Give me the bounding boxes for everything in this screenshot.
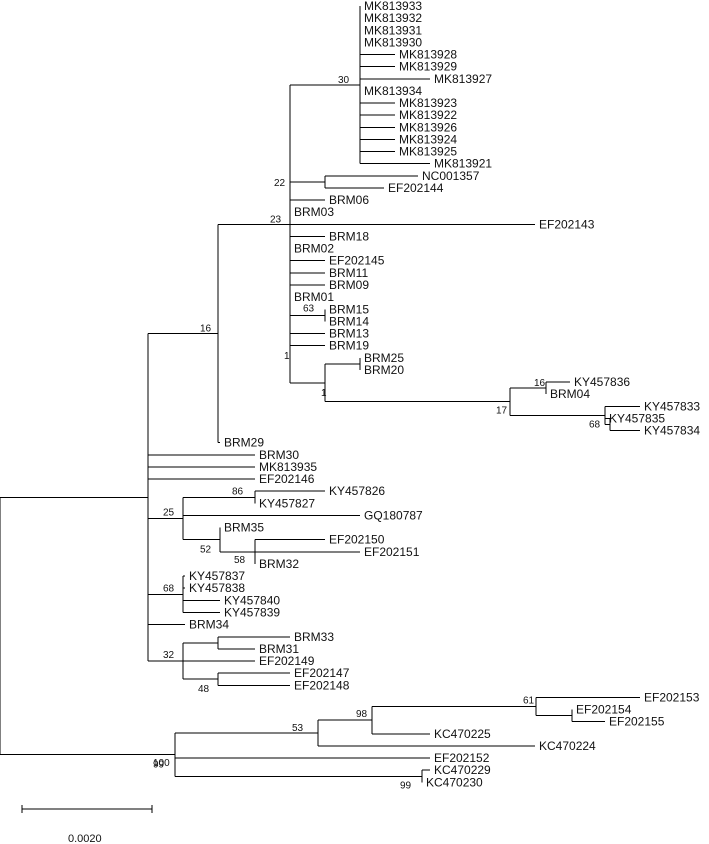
- leaf-label: MK813927: [434, 72, 492, 86]
- leaf-label: KY457826: [329, 484, 385, 498]
- leaf-label: EF202144: [388, 181, 444, 195]
- leaf-label: EF202149: [259, 654, 315, 668]
- leaf-label: BRM29: [224, 436, 264, 450]
- leaf-labels: MK813933MK813932MK813931MK813930MK813928…: [189, 0, 700, 789]
- bootstrap-value: 53: [292, 723, 304, 734]
- leaf-label: KY457836: [574, 375, 630, 389]
- leaf-label: MK813925: [399, 145, 457, 159]
- leaf-label: EF202152: [434, 751, 490, 765]
- leaf-label: BRM11: [329, 266, 368, 280]
- leaf-label: BRM04: [550, 387, 590, 401]
- leaf-label: BRM34: [189, 618, 229, 632]
- bootstrap-value: 16: [534, 378, 546, 389]
- leaf-label: EF202148: [294, 678, 350, 692]
- leaf-label: KY457839: [224, 606, 280, 620]
- bootstrap-value: 98: [356, 709, 368, 720]
- bootstrap-value: 61: [523, 696, 535, 707]
- leaf-label: MK813934: [364, 84, 422, 98]
- leaf-label: EF202153: [644, 690, 700, 704]
- leaf-label: BRM33: [294, 630, 334, 644]
- leaf-label: BRM31: [259, 642, 299, 656]
- leaf-label: EF202155: [609, 715, 665, 729]
- leaf-label: BRM18: [329, 229, 369, 243]
- leaf-label: MK813926: [399, 120, 457, 134]
- leaf-label: BRM32: [259, 557, 299, 571]
- leaf-label: KC470230: [426, 775, 483, 789]
- leaf-label: NC001357: [422, 169, 480, 183]
- leaf-label: MK813931: [364, 23, 422, 37]
- scale-bar-label: 0.0020: [68, 833, 102, 844]
- leaf-label: BRM20: [364, 363, 404, 377]
- bootstrap-value: 63: [303, 303, 315, 314]
- bootstrap-value: 99: [400, 780, 412, 791]
- leaf-label: EF202151: [364, 545, 420, 559]
- leaf-label: BRM15: [329, 302, 369, 316]
- bootstrap-value: 23: [270, 215, 282, 226]
- leaf-label: KC470224: [539, 739, 596, 753]
- leaf-label: EF202146: [259, 472, 315, 486]
- leaf-label: MK813930: [364, 35, 422, 49]
- leaf-label: KY457838: [189, 581, 245, 595]
- bootstrap-labels: 30 22 63 16 68 17 1 1 23 16 86 58 52 25 68 48 32 61 98 53 99…: [153, 75, 601, 791]
- leaf-label: KC470225: [434, 727, 491, 741]
- bootstrap-value: 30: [338, 75, 350, 86]
- bootstrap-value: 52: [200, 545, 212, 556]
- bootstrap-value: 48: [198, 684, 210, 695]
- bootstrap-value: 22: [274, 178, 286, 189]
- leaf-label: KY457835: [609, 411, 665, 425]
- tree-branches: [0, 6, 640, 783]
- leaf-label: EF202143: [539, 217, 595, 231]
- leaf-label: KY457827: [259, 496, 315, 510]
- bootstrap-value: 17: [496, 406, 508, 417]
- bootstrap-value: 99: [153, 760, 165, 771]
- leaf-label: BRM30: [259, 448, 299, 462]
- leaf-label: MK813933: [364, 0, 422, 13]
- leaf-label: MK813932: [364, 11, 422, 25]
- bootstrap-value: 16: [200, 324, 212, 335]
- bootstrap-value: 58: [234, 555, 246, 566]
- bootstrap-value: 86: [232, 486, 244, 497]
- leaf-label: MK813921: [434, 157, 492, 171]
- leaf-label: BRM14: [329, 314, 369, 328]
- leaf-label: MK813922: [399, 108, 457, 122]
- leaf-label: KY457837: [189, 569, 245, 583]
- leaf-label: BRM25: [364, 351, 404, 365]
- leaf-label: EF202145: [329, 254, 385, 268]
- leaf-label: BRM35: [224, 521, 264, 535]
- leaf-label: KC470229: [434, 763, 491, 777]
- bootstrap-value: 68: [589, 419, 601, 430]
- bootstrap-value: 32: [163, 650, 175, 661]
- leaf-label: BRM02: [294, 242, 334, 256]
- leaf-label: KY457834: [644, 424, 700, 438]
- bootstrap-value: 68: [163, 583, 175, 594]
- leaf-label: KY457840: [224, 593, 280, 607]
- leaf-label: MK813924: [399, 132, 457, 146]
- bootstrap-value: 100: [153, 758, 170, 769]
- bootstrap-value: 1: [284, 351, 290, 362]
- leaf-label: MK813928: [399, 48, 457, 62]
- leaf-label: BRM13: [329, 327, 369, 341]
- leaf-label: BRM06: [329, 193, 369, 207]
- leaf-label: BRM19: [329, 339, 369, 353]
- leaf-label: EF202150: [329, 533, 385, 547]
- leaf-label: KY457833: [644, 399, 700, 413]
- leaf-label: BRM01: [294, 290, 334, 304]
- scale-bar: 0.0020: [21, 805, 153, 844]
- leaf-label: MK813923: [399, 96, 457, 110]
- leaf-label: MK813935: [259, 460, 317, 474]
- leaf-label: MK813929: [399, 60, 457, 74]
- leaf-label: EF202154: [576, 703, 632, 717]
- bootstrap-value: 1: [321, 388, 327, 399]
- bootstrap-value: 25: [163, 507, 175, 518]
- leaf-label: EF202147: [294, 666, 350, 680]
- leaf-label: BRM09: [329, 278, 369, 292]
- leaf-label: GQ180787: [364, 508, 423, 522]
- leaf-label: BRM03: [294, 205, 334, 219]
